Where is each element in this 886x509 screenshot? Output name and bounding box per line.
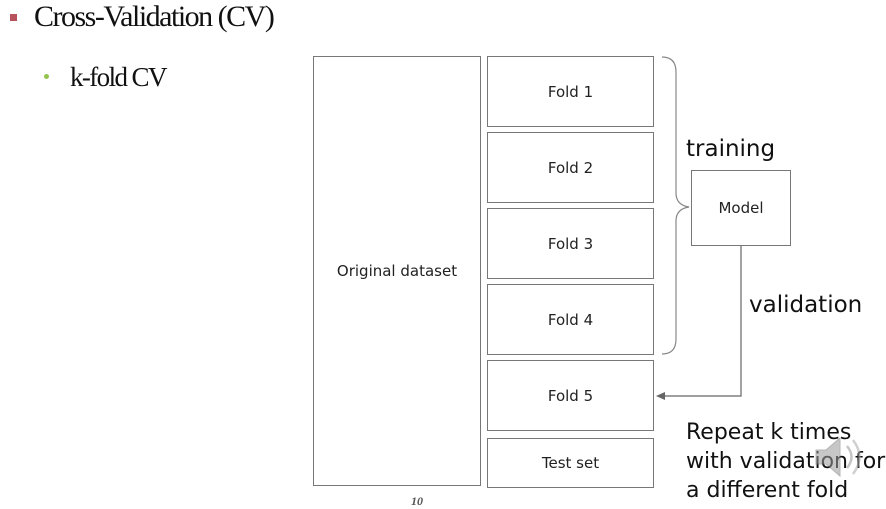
fold-4-label: Fold 4 <box>547 310 594 329</box>
validation-label: validation <box>749 292 863 318</box>
fold-2-label: Fold 2 <box>547 158 594 177</box>
fold-3-label: Fold 3 <box>547 234 594 253</box>
title-bullet <box>10 14 17 21</box>
fold-5-label: Fold 5 <box>547 386 594 405</box>
test-set-box: Test set <box>487 438 654 488</box>
page-number: 10 <box>411 494 423 508</box>
fold-1-box: Fold 1 <box>487 56 654 127</box>
speaker-icon[interactable] <box>812 432 872 482</box>
repeat-note: Repeat k times with validation for a dif… <box>686 418 885 505</box>
training-brace <box>661 56 690 355</box>
model-label: Model <box>718 199 764 217</box>
original-dataset-label: Original dataset <box>336 262 458 280</box>
repeat-note-line-1: Repeat k times <box>686 420 852 445</box>
fold-1-label: Fold 1 <box>547 82 594 101</box>
repeat-note-line-3: a different fold <box>686 478 849 503</box>
fold-2-box: Fold 2 <box>487 132 654 203</box>
fold-4-box: Fold 4 <box>487 284 654 355</box>
subtitle-bullet <box>44 74 49 79</box>
validation-arrow-head <box>656 392 665 400</box>
slide-subtitle: k-fold CV <box>70 62 167 92</box>
validation-arrow-line <box>664 246 742 397</box>
slide-title: Cross-Validation (CV) <box>34 0 275 33</box>
original-dataset-box: Original dataset <box>313 56 481 486</box>
test-set-label: Test set <box>541 454 600 472</box>
fold-5-box: Fold 5 <box>487 360 654 431</box>
training-label: training <box>686 136 776 162</box>
model-box: Model <box>691 170 791 246</box>
fold-3-box: Fold 3 <box>487 208 654 279</box>
